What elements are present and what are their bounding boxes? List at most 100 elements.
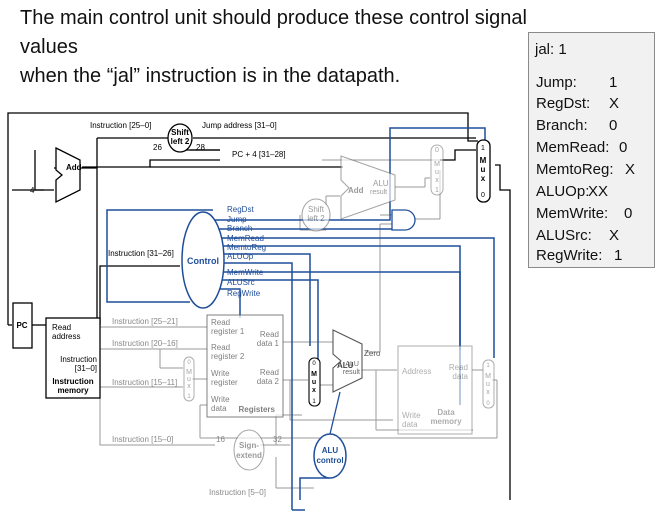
svg-text:Add: Add (348, 186, 364, 195)
svg-text:MemtoReg: MemtoReg (227, 243, 266, 252)
svg-text:control: control (316, 456, 343, 465)
svg-text:extend: extend (236, 451, 262, 460)
svg-text:Data: Data (437, 408, 455, 417)
svg-text:address: address (52, 332, 80, 341)
svg-text:Write: Write (211, 395, 230, 404)
svg-text:1: 1 (435, 187, 439, 194)
svg-text:Address: Address (402, 367, 431, 376)
signal-value: 0 (609, 117, 618, 134)
instr-25-0-label: Instruction [25–0] (90, 121, 151, 130)
instruction-memory: Read address Instruction [31–0] Instruct… (45, 317, 101, 399)
svg-text:x: x (187, 383, 191, 390)
signal-name: Branch: (536, 117, 588, 134)
svg-text:memory: memory (57, 386, 89, 395)
jump-address-label: Jump address [31–0] (202, 121, 277, 130)
signal-branch: Branch: 0 (536, 117, 654, 137)
signal-memwrite: MemWrite: 0 (536, 205, 654, 225)
control-signal-panel: jal: 1 Jump:1 RegDst: X Branch: 0 MemRead:… (528, 32, 655, 268)
svg-text:x: x (481, 174, 486, 183)
svg-text:0: 0 (486, 401, 490, 407)
svg-text:Instruction: Instruction (52, 377, 93, 386)
svg-text:u: u (435, 169, 439, 176)
svg-text:Read: Read (211, 343, 230, 352)
svg-text:RegWrite: RegWrite (227, 289, 261, 298)
svg-text:register 2: register 2 (211, 352, 245, 361)
svg-text:Instruction [20–16]: Instruction [20–16] (112, 339, 178, 348)
add-alu-branch: Add ALU result (340, 155, 396, 220)
signal-value: X (609, 227, 620, 244)
signal-regwrite: RegWrite:1 (536, 247, 654, 267)
signal-name: RegDst: (536, 95, 591, 112)
svg-text:1: 1 (187, 394, 191, 400)
svg-text:Write: Write (211, 369, 230, 378)
alu-control: ALU control (313, 433, 347, 479)
instr-31-26-label: Instruction [31–26] (108, 249, 174, 258)
signal-value: 1 (614, 247, 623, 264)
signal-alusrc: ALUSrc:X (536, 227, 654, 247)
signal-regdst: RegDst: X (536, 95, 654, 115)
add-pc4: Add (55, 146, 82, 204)
svg-text:Shift: Shift (308, 205, 325, 214)
signal-aluop: ALUOp:XX (536, 183, 654, 203)
bits-16-label: 16 (216, 435, 225, 444)
svg-text:MemRead: MemRead (227, 234, 264, 243)
signal-name: MemRead: (536, 139, 610, 156)
svg-text:x: x (435, 177, 439, 184)
svg-text:PC: PC (16, 321, 27, 330)
signal-memread: MemRead: 0 (536, 139, 654, 159)
svg-text:Read: Read (211, 318, 230, 327)
svg-text:u: u (481, 165, 486, 174)
svg-text:Read: Read (260, 330, 279, 339)
svg-text:Write: Write (402, 411, 421, 420)
instruction-field-labels: Instruction [25–21] Instruction [20–16] … (112, 317, 266, 497)
zero-label: Zero (364, 349, 381, 358)
signal-name: MemtoReg: (536, 161, 614, 178)
svg-text:Jump: Jump (227, 215, 247, 224)
program-counter: PC (12, 302, 33, 349)
control-unit: Control (181, 211, 225, 309)
svg-text:MemWrite: MemWrite (227, 268, 264, 277)
svg-text:Control: Control (187, 256, 219, 266)
svg-text:M: M (186, 369, 192, 376)
bits-26-label: 26 (153, 143, 162, 152)
mux-alusrc: 0 M u x 1 (308, 357, 321, 407)
signal-name: ALUOp: (536, 183, 590, 200)
sign-extend: Sign- extend (233, 429, 265, 471)
svg-text:memory: memory (430, 417, 462, 426)
svg-text:[31–0]: [31–0] (75, 364, 97, 373)
svg-text:1: 1 (312, 399, 316, 405)
svg-text:ALUOp: ALUOp (227, 252, 254, 261)
svg-text:Instruction [5–0]: Instruction [5–0] (209, 488, 266, 497)
signal-value: X (609, 95, 620, 112)
bits-32-label: 32 (273, 435, 282, 444)
svg-text:ALUSrc: ALUSrc (227, 278, 255, 287)
signal-memtoreg: MemtoReg:X (536, 161, 654, 181)
signal-name: MemWrite: (536, 205, 609, 222)
signal-value: XX (588, 183, 609, 200)
svg-text:result: result (343, 369, 360, 376)
panel-header: jal: 1 (535, 41, 567, 58)
svg-text:ALU: ALU (373, 179, 389, 188)
svg-text:data 2: data 2 (257, 377, 280, 386)
slide-title: The main control unit should produce the… (20, 4, 530, 91)
signal-jump: Jump:1 (536, 74, 654, 94)
data-memory: Address Read data Write data Data memory (397, 345, 473, 435)
mux-regdst: 0 M u x 1 (183, 356, 195, 402)
svg-text:M: M (434, 161, 440, 168)
svg-text:x: x (312, 387, 316, 394)
mux-memtoreg: 1 M u x 0 (482, 359, 495, 409)
svg-text:register: register (211, 378, 238, 387)
svg-text:M: M (480, 156, 487, 165)
svg-text:Read: Read (449, 363, 468, 372)
register-file: Read register 1 Read register 2 Write re… (206, 314, 284, 418)
svg-text:Read: Read (260, 368, 279, 377)
signal-value: 0 (619, 139, 628, 156)
svg-text:data: data (211, 404, 227, 413)
svg-text:Registers: Registers (239, 405, 276, 414)
svg-text:1: 1 (486, 363, 490, 369)
signal-value: 0 (624, 205, 633, 222)
svg-text:Instruction: Instruction (60, 355, 97, 364)
alu-control-out (329, 391, 341, 435)
svg-text:Instruction [25–21]: Instruction [25–21] (112, 317, 178, 326)
